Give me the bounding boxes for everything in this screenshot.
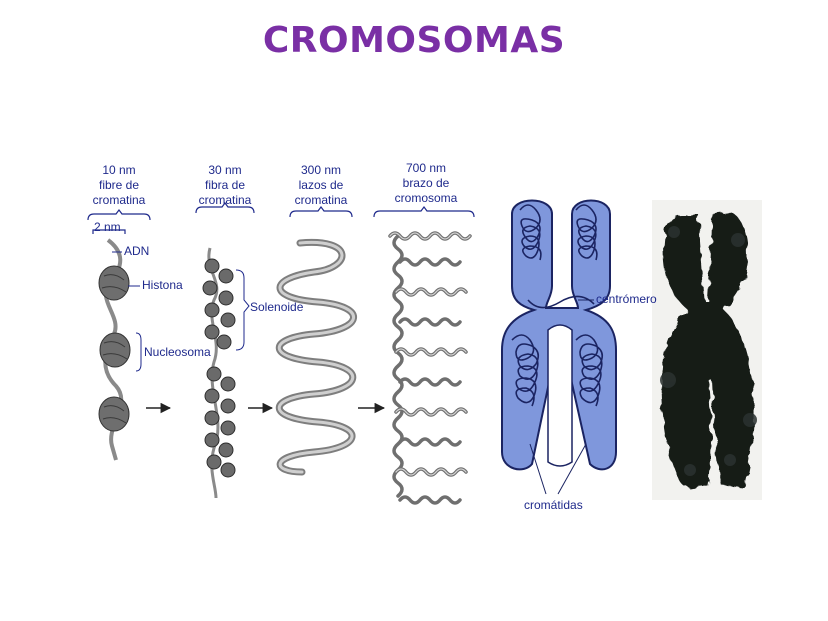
- nucleosome: [98, 265, 130, 301]
- chromosome-arm-700nm: [388, 231, 472, 505]
- chromosome-illustration: [501, 199, 617, 495]
- chromatid-pointer: [529, 443, 587, 495]
- stage-label-300nm: 300 nm lazos de cromatina: [282, 163, 360, 208]
- chromatin-loops-300nm: [275, 238, 357, 476]
- histona-label: Histona: [142, 278, 183, 292]
- stage-line2: cromatina: [92, 193, 146, 207]
- solenoid-fiber-30nm: [202, 247, 250, 499]
- header-brackets: [87, 202, 475, 234]
- chromosome-micrograph: [652, 200, 762, 500]
- chromatin-fiber-10nm: [98, 238, 142, 461]
- nucleosome: [99, 332, 131, 368]
- width-label: 2 nm: [94, 220, 121, 234]
- nucleosoma-label: Nucleosoma: [144, 345, 211, 359]
- stage-line2: cromatina: [294, 193, 348, 207]
- stage-label-30nm: 30 nm fibra de cromatina: [186, 163, 264, 208]
- page-title: CROMOSOMAS: [262, 20, 566, 61]
- stage-size: 300 nm: [300, 163, 342, 177]
- stage-line2: cromatina: [198, 193, 252, 207]
- stage-line1: lazos de: [298, 178, 344, 192]
- solenoide-label: Solenoide: [250, 300, 304, 314]
- chromatid-coils: [511, 204, 604, 407]
- stage-size: 700 nm: [405, 161, 447, 175]
- stage-label-700nm: 700 nm brazo de cromosoma: [380, 161, 472, 206]
- stage-size: 10 nm: [102, 163, 136, 177]
- centromero-label: centrómero: [596, 292, 657, 306]
- adn-label: ADN: [124, 244, 150, 258]
- stage-line1: fibre de: [98, 178, 140, 192]
- nucleosome: [98, 396, 130, 432]
- stage-line1: fibra de: [204, 178, 246, 192]
- stage-line1: brazo de: [402, 176, 450, 190]
- stage-line2: cromosoma: [394, 191, 458, 205]
- stage-size: 30 nm: [208, 163, 242, 177]
- cromatidas-label: cromátidas: [524, 498, 583, 512]
- stage-label-10nm: 10 nm fibre de cromatina: [80, 163, 158, 208]
